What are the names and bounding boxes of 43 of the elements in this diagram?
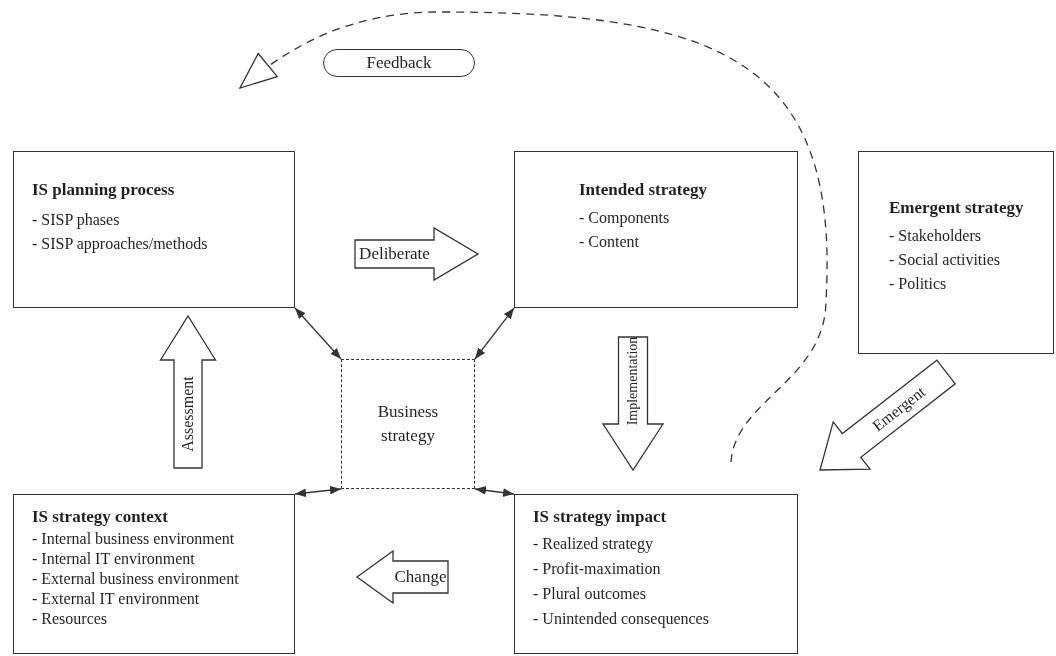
edge-label: Implementation (625, 336, 641, 425)
list-item: - Components (579, 208, 670, 229)
list-item: - Content (579, 232, 639, 252)
list-item: - External IT environment (32, 589, 200, 609)
list-item: - Plural outcomes (533, 584, 646, 604)
block-arrow (819, 359, 957, 471)
double-arrow (294, 307, 342, 360)
box-heading: IS strategy context (32, 507, 168, 527)
edge-label: Change (394, 567, 447, 587)
double-arrow (294, 485, 342, 498)
process-box (514, 151, 798, 308)
block-arrow (601, 336, 665, 472)
box-heading: Intended strategy (579, 180, 707, 200)
block-arrow (355, 549, 449, 605)
box-heading: Emergent strategy (889, 198, 1024, 218)
dashed-box (341, 359, 475, 489)
list-item: - Unintended consequences (533, 609, 709, 630)
double-arrow (474, 486, 515, 497)
list-item: - Stakeholders (889, 226, 981, 246)
process-box (13, 151, 295, 308)
list-item: - Internal business environment (32, 529, 235, 549)
list-item: - Realized strategy (533, 534, 653, 555)
list-item: - Politics (889, 274, 947, 294)
double-arrow (474, 307, 515, 360)
list-item: - SISP approaches/methods (32, 234, 208, 255)
list-item: - Resources (32, 609, 108, 629)
block-arrow (354, 226, 480, 282)
box-heading: IS strategy impact (533, 507, 667, 527)
process-box (858, 151, 1054, 354)
list-item: - Social activities (889, 250, 1001, 270)
list-item: - Profit-maximation (533, 559, 661, 579)
process-box (13, 494, 295, 654)
list-item: - SISP phases (32, 210, 120, 231)
list-item: - Internal IT environment (32, 549, 195, 569)
dashed-arrow (239, 11, 828, 463)
edge-label: Deliberate (359, 244, 430, 264)
edge-label: Assessment (179, 376, 197, 452)
list-item: - External business environment (32, 569, 239, 589)
process-box (514, 494, 798, 654)
box-text: Business strategy (376, 401, 440, 447)
edge-label: Feedback (323, 49, 475, 77)
block-arrow (159, 314, 217, 469)
box-heading: IS planning process (32, 180, 175, 200)
